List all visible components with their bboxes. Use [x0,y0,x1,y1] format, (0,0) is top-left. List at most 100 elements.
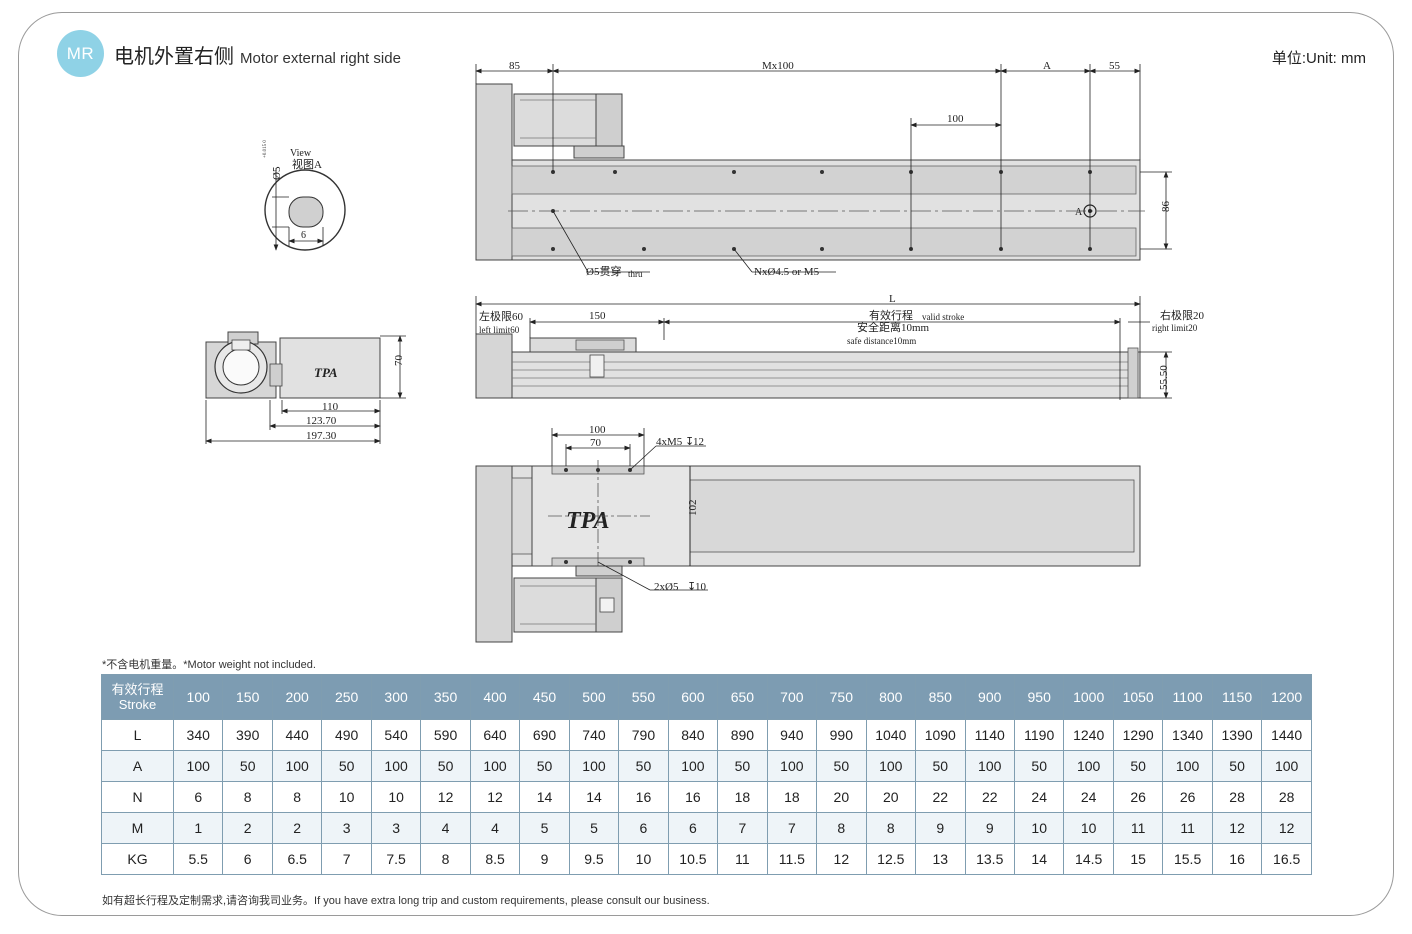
side-view: L 左极限60 left limit60 150 有效行程 valid stro… [475,293,1204,400]
table-cell: 7 [766,812,818,844]
stroke-en: valid stroke [922,312,964,322]
table-cell: 9 [964,812,1015,844]
stroke-header: 450 [519,674,570,720]
table-cell: 740 [568,719,620,751]
holes-n: NxØ4.5 or M5 [754,266,820,278]
stroke-header: 1200 [1261,674,1312,720]
right-limit-cn: 右极限20 [1160,308,1204,322]
stroke-header: 100 [172,674,224,720]
table-cell: 1390 [1211,719,1263,751]
dim-a: A [1043,60,1051,72]
row-label: L [101,719,174,751]
table-cell: 50 [717,750,768,782]
table-cell: 1340 [1162,719,1213,751]
weight-note: *不含电机重量。*Motor weight not included. [102,659,316,671]
table-cell: 1090 [915,719,966,751]
table-cell: 50 [618,750,669,782]
dim-19730: 197.30 [306,430,337,442]
depth-10: 10 [695,581,707,593]
bottom-view: TPA 100 70 4xM5 ↧ 12 [475,424,1141,643]
table-cell: 1 [172,812,224,844]
table-cell: 100 [766,750,818,782]
table-cell: 10 [1063,812,1114,844]
stroke-header-cn: 有效行程 [111,682,164,697]
holes-pin: 2xØ5 [654,581,679,593]
table-cell: 790 [618,719,669,751]
table-cell: 7 [717,812,768,844]
stroke-header: 1000 [1063,674,1114,720]
dim-102: 102 [687,500,699,517]
logo-end: TPA [314,365,338,380]
table-cell: 1140 [964,719,1015,751]
table-cell: 7.5 [370,843,422,875]
right-limit-en: right limit20 [1152,323,1198,333]
table-cell: 24 [1013,781,1065,813]
title-cn: 电机外置右侧 [114,44,234,68]
table-cell: 50 [816,750,867,782]
table-cell: 8 [222,781,273,813]
end-view: TPA 70 110 123.70 197.30 [205,331,406,444]
table-cell: 12 [1211,812,1263,844]
hole-thru: Ø5贯穿 [586,264,621,278]
table-cell: 12.5 [865,843,917,875]
table-cell: 2 [271,812,323,844]
holes-m5: 4xM5 [656,436,683,448]
depth-12: 12 [693,436,704,448]
table-cell: 100 [1261,750,1312,782]
technical-drawing: A 85 Mx100 A 55 100 86 Ø5贯穿 [205,60,1204,643]
table-cell: 7 [321,843,372,875]
table-cell: 14 [568,781,620,813]
table-cell: 22 [915,781,966,813]
dim-5550: 55.50 [1158,365,1170,390]
table-cell: 50 [321,750,372,782]
dim-100: 100 [947,113,964,125]
stroke-header: 300 [370,674,422,720]
stroke-header: 600 [667,674,719,720]
dim-6: 6 [301,230,306,241]
table-cell: 50 [1013,750,1065,782]
table-cell: 440 [271,719,323,751]
table-cell: 8 [865,812,917,844]
table-cell: 590 [420,719,471,751]
table-cell: 6 [172,781,224,813]
table-cell: 50 [1112,750,1164,782]
table-cell: 50 [1211,750,1263,782]
logo-bottom: TPA [566,508,610,534]
dim-l: L [889,293,896,305]
safe-en: safe distance10mm [847,336,916,346]
stroke-header: 800 [865,674,917,720]
table-cell: 12 [469,781,521,813]
table-cell: 12 [420,781,471,813]
stroke-header: 150 [222,674,273,720]
footer-note: 如有超长行程及定制需求,请咨询我司业务。If you have extra lo… [102,895,710,907]
stroke-header: 900 [964,674,1015,720]
table-cell: 1440 [1261,719,1312,751]
stroke-header-en: Stroke [118,697,157,712]
dim-150: 150 [589,310,606,322]
table-cell: 6 [222,843,273,875]
stroke-header: 550 [618,674,669,720]
dia-5: Ø5 [271,166,283,180]
table-cell: 100 [1063,750,1114,782]
table-cell: 3 [321,812,372,844]
unit-label: 单位:Unit: mm [1271,50,1366,67]
table-cell: 20 [865,781,917,813]
stroke-header: 350 [420,674,471,720]
row-label: M [101,812,174,844]
stroke-header: 1150 [1211,674,1263,720]
table-cell: 100 [964,750,1015,782]
table-cell: 24 [1063,781,1114,813]
dim-70-end: 70 [393,355,405,367]
table-cell: 50 [222,750,273,782]
table-cell: 14 [1013,843,1065,875]
table-cell: 8 [816,812,867,844]
table-cell: 9 [519,843,570,875]
table-cell: 9 [915,812,966,844]
dim-86: 86 [1160,201,1172,213]
table-cell: 9.5 [568,843,620,875]
